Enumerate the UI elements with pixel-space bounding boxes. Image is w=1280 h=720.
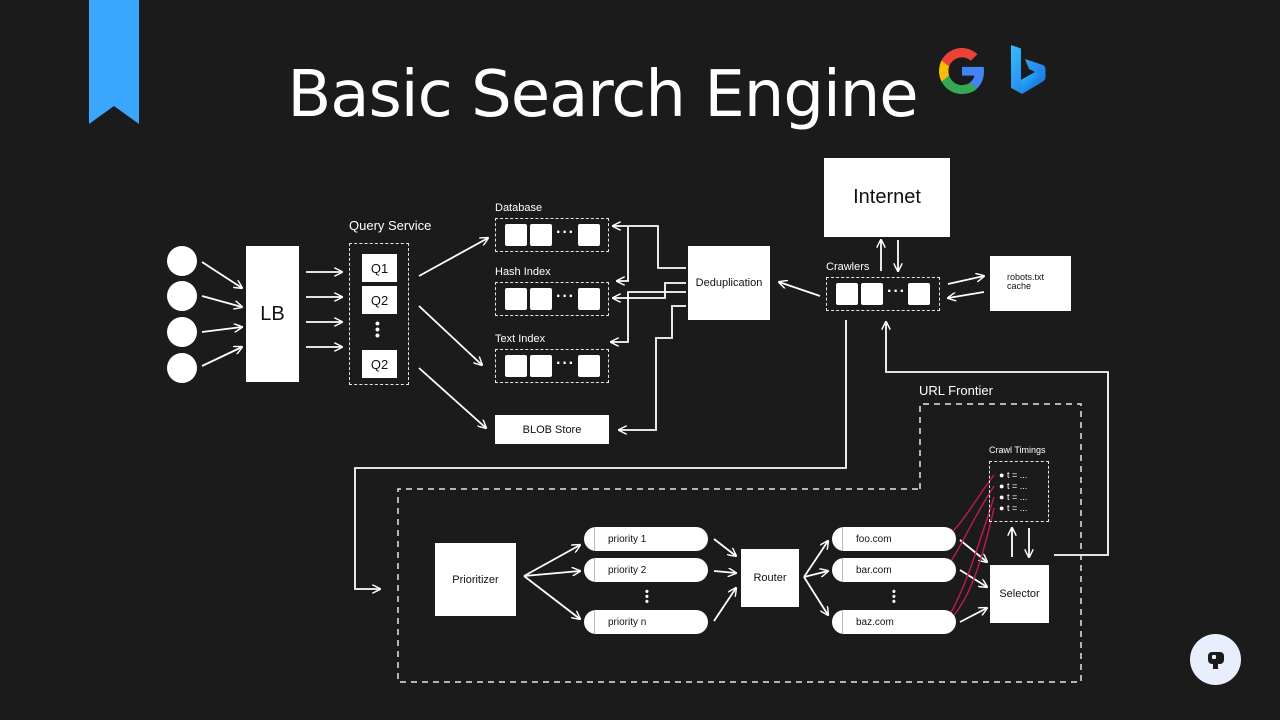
priority-queue: priority 2 — [584, 558, 708, 582]
host-queue: baz.com — [832, 610, 956, 634]
database-shard — [530, 224, 552, 246]
blob-store: BLOB Store — [495, 415, 609, 444]
database-ellipsis: ··· — [556, 224, 575, 241]
crawl-timing-row: ● t = ... — [999, 503, 1028, 513]
priority-queue: priority 1 — [584, 527, 708, 551]
crawl-timing-value: t = ... — [1006, 503, 1028, 513]
robots-cache-line: robots.txt — [1007, 272, 1045, 282]
robots-cache-line: cache — [1007, 281, 1032, 291]
text-index-label: Text Index — [495, 333, 546, 345]
crawler-ellipsis: ··· — [887, 283, 906, 300]
text-index-group — [495, 349, 609, 383]
text-index-shard — [578, 355, 600, 377]
crawler-node — [836, 283, 858, 305]
prioritizer: Prioritizer — [435, 543, 516, 616]
query-service-group — [349, 243, 409, 385]
crawler-node — [861, 283, 883, 305]
text-index-shard — [530, 355, 552, 377]
hash-index-ellipsis: ··· — [556, 288, 575, 305]
text-index-shard — [505, 355, 527, 377]
database-shard — [578, 224, 600, 246]
client-node — [167, 281, 197, 311]
crawler-node — [908, 283, 930, 305]
crawl-timing-row: ● t = ... — [999, 481, 1028, 491]
crawl-timings-group — [989, 461, 1049, 522]
brand-badge[interactable] — [1190, 634, 1241, 685]
selector: Selector — [990, 565, 1049, 623]
crawl-timing-row: ● t = ... — [999, 492, 1028, 502]
hash-index-group — [495, 282, 609, 316]
text-index-ellipsis: ··· — [556, 355, 575, 372]
crawl-timing-value: t = ... — [1006, 492, 1028, 502]
url-frontier-label: URL Frontier — [919, 383, 993, 398]
router: Router — [741, 549, 799, 607]
host-queue: bar.com — [832, 558, 956, 582]
query-node: Q1 — [362, 254, 397, 282]
database-group — [495, 218, 609, 252]
database-shard — [505, 224, 527, 246]
bing-logo-icon — [1011, 45, 1046, 94]
deduplication-service: Deduplication — [688, 246, 770, 320]
bookmark-icon — [89, 0, 139, 124]
query-node: Q2 — [362, 350, 397, 378]
client-node — [167, 353, 197, 383]
query-service-label: Query Service — [349, 218, 432, 233]
crawlers-label: Crawlers — [826, 261, 870, 273]
hash-index-shard — [530, 288, 552, 310]
crawl-timings-label: Crawl Timings — [989, 445, 1046, 455]
client-node — [167, 317, 197, 347]
host-more-dots: ••• — [892, 586, 896, 608]
internet-node: Internet — [824, 158, 950, 237]
host-queue: foo.com — [832, 527, 956, 551]
load-balancer: LB — [246, 246, 299, 382]
crawl-timing-row: ● t = ... — [999, 470, 1028, 480]
query-more-dots: ••• — [375, 315, 380, 343]
hash-index-label: Hash Index — [495, 266, 551, 278]
brand-logo-icon — [1207, 651, 1224, 669]
hash-index-shard — [505, 288, 527, 310]
page-title: Basic Search Engine — [287, 58, 918, 132]
priority-more-dots: ••• — [645, 586, 649, 608]
hash-index-shard — [578, 288, 600, 310]
google-logo-icon — [939, 48, 984, 94]
crawlers-group — [826, 277, 940, 311]
client-node — [167, 246, 197, 276]
crawl-timing-value: t = ... — [1006, 481, 1028, 491]
robots-cache: robots.txt cache — [990, 256, 1071, 311]
query-node: Q2 — [362, 286, 397, 314]
priority-queue: priority n — [584, 610, 708, 634]
database-label: Database — [495, 202, 543, 214]
crawl-timing-value: t = ... — [1006, 470, 1028, 480]
